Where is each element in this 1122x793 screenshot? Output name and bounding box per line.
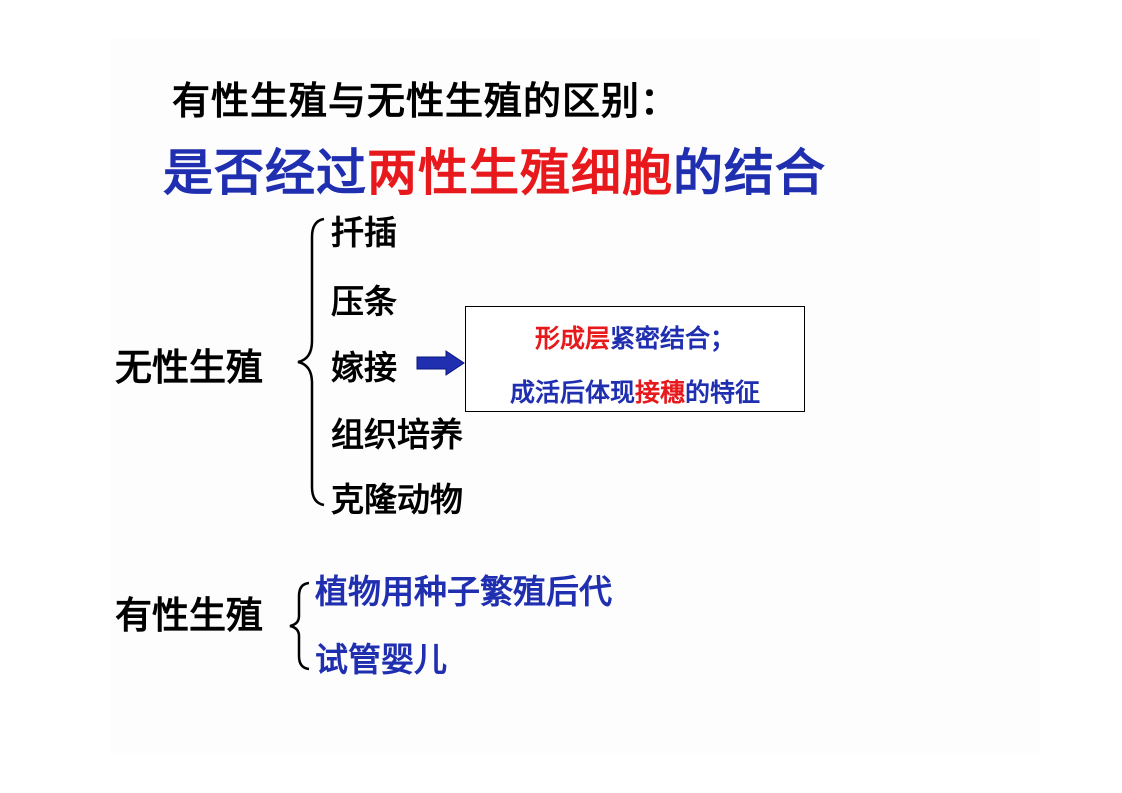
asexual-item-cloning: 克隆动物	[331, 480, 463, 519]
note-cambium: 形成层	[534, 324, 610, 353]
note-after-survival: 成活后体现	[509, 378, 635, 407]
sexual-brace-icon	[289, 581, 310, 671]
asexual-item-tissue-culture: 组织培养	[331, 415, 463, 454]
note-scion: 接穗	[634, 378, 685, 407]
grafting-note-box: 形成层紧密结合； 成活后体现接穗的特征	[465, 306, 805, 412]
note-traits: 的特征	[685, 378, 761, 407]
asexual-item-grafting: 嫁接	[331, 348, 397, 387]
page-title: 有性生殖与无性生殖的区别：	[172, 79, 680, 123]
asexual-label: 无性生殖	[115, 346, 263, 389]
sexual-item-seeds: 植物用种子繁殖后代	[315, 572, 612, 611]
asexual-brace-icon	[297, 217, 325, 507]
asexual-item-layering: 压条	[331, 282, 397, 321]
subtitle-part-2: 的结合	[673, 144, 826, 202]
grafting-note-line-1: 形成层紧密结合；	[466, 319, 804, 355]
sexual-label: 有性生殖	[115, 594, 263, 637]
subtitle-highlight: 两性生殖细胞	[367, 144, 673, 202]
asexual-item-cutting: 扦插	[331, 213, 397, 252]
grafting-note-line-2: 成活后体现接穗的特征	[466, 373, 804, 409]
subtitle: 是否经过两性生殖细胞的结合	[163, 133, 826, 205]
sexual-item-ivf: 试管婴儿	[315, 640, 447, 679]
subtitle-part-1: 是否经过	[163, 144, 367, 202]
note-tight-union: 紧密结合；	[610, 324, 736, 353]
right-arrow-icon	[416, 350, 465, 376]
